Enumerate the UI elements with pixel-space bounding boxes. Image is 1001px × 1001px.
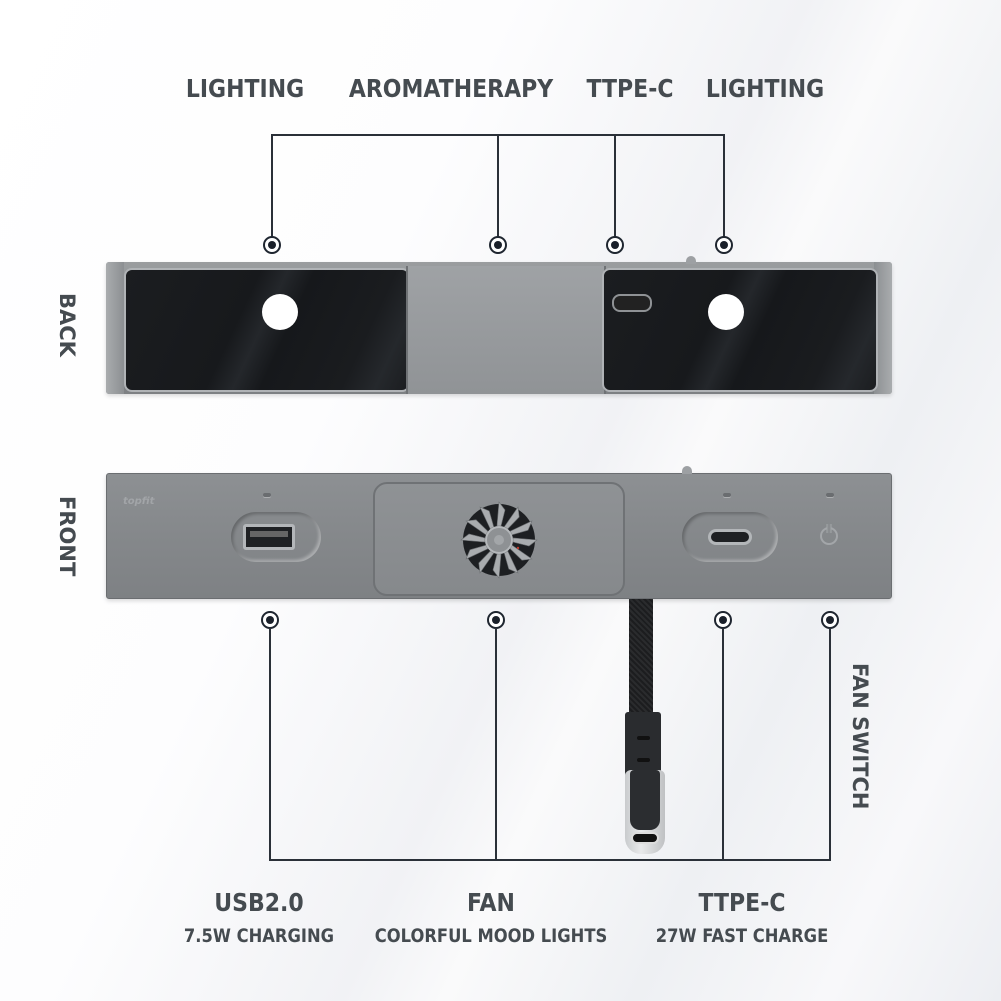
usb-c-port-back [612, 294, 652, 312]
marker-usb2 [261, 611, 279, 629]
label-fan-switch: FAN SWITCH [848, 663, 872, 810]
cable-grip-slot [637, 758, 650, 762]
label-type-c-front-title: TTPE-C [698, 888, 786, 917]
mount-nub [686, 256, 696, 264]
marker-lighting-left [263, 236, 281, 254]
marker-type-c-back [606, 236, 624, 254]
label-type-c-back: TTPE-C [586, 74, 674, 103]
end-cap-left [106, 262, 124, 394]
fan-indicator-led [826, 493, 834, 497]
device-front-view: topfit [106, 466, 892, 599]
callout-line-fan-switch [829, 628, 831, 860]
label-lighting-left: LIGHTING [185, 74, 305, 103]
callout-line-fan [495, 628, 497, 860]
usb-c-cable [629, 599, 653, 721]
cable-grip-slot [637, 736, 650, 740]
label-usb2-subtitle: 7.5W CHARGING [183, 925, 335, 947]
marker-fan-switch [821, 611, 839, 629]
usb-c-indicator-led [723, 493, 731, 497]
light-window-left [262, 294, 298, 330]
marker-aromatherapy [489, 236, 507, 254]
fan-icon [460, 501, 538, 579]
marker-type-c-front [714, 611, 732, 629]
label-aromatherapy: AROMATHERAPY [348, 74, 554, 103]
usb-a-port [243, 524, 295, 550]
label-usb2-title: USB2.0 [214, 888, 304, 917]
callout-line-lighting-left [271, 134, 273, 244]
usb-c-plug-tip [631, 832, 659, 844]
end-cap-right [874, 262, 892, 394]
callout-line-type-c-back [614, 134, 616, 244]
label-fan-title: FAN [467, 888, 515, 917]
connector-body [630, 770, 660, 830]
label-type-c-front-subtitle: 27W FAST CHARGE [655, 925, 829, 947]
callout-line-bottom-horizontal [269, 859, 831, 861]
fan-panel [373, 482, 625, 596]
lighting-panel-right [602, 268, 878, 392]
power-icon[interactable] [820, 527, 838, 545]
callout-line-aromatherapy [497, 134, 499, 244]
label-fan-subtitle: COLORFUL MOOD LIGHTS [374, 925, 608, 947]
marker-fan [487, 611, 505, 629]
lighting-panel-left [124, 268, 410, 392]
brand-logo: topfit [123, 496, 155, 507]
callout-line-lighting-right [723, 134, 725, 244]
mount-nub-front [682, 466, 692, 474]
label-front: FRONT [55, 496, 79, 577]
label-lighting-right: LIGHTING [705, 74, 825, 103]
label-back: BACK [55, 293, 79, 357]
light-window-right [708, 294, 744, 330]
callout-line-usb2 [269, 628, 271, 860]
usb-a-indicator-led [263, 493, 271, 497]
marker-lighting-right [715, 236, 733, 254]
aromatherapy-module [406, 266, 606, 394]
usb-c-connector [625, 770, 665, 854]
usb-c-port-front [708, 529, 752, 545]
device-back-view [106, 256, 892, 394]
callout-line-type-c-front [722, 628, 724, 860]
